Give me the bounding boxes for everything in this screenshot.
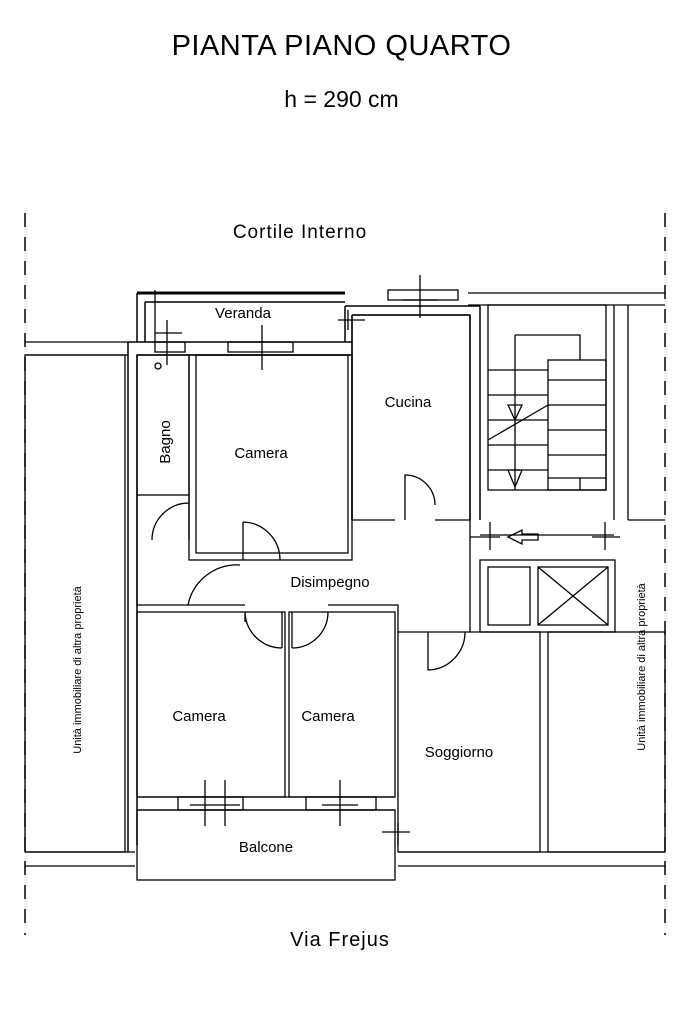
staircase xyxy=(487,304,607,491)
fixture-icon xyxy=(154,362,162,370)
page-title: PIANTA PIANO QUARTO xyxy=(171,30,512,62)
door-bagno xyxy=(151,500,190,541)
street-top: Cortile Interno xyxy=(233,222,367,243)
entry-arrow-icon xyxy=(506,528,539,546)
windows xyxy=(154,275,459,845)
label-camera-right: Camera xyxy=(301,708,355,725)
room-camera-left xyxy=(136,611,286,798)
elevator-shaft xyxy=(479,559,616,633)
ceiling-height-note: h = 290 cm xyxy=(284,86,399,112)
door-camera-left xyxy=(244,611,283,649)
label-neighbor-right: Unità immobiliare di altra proprietà xyxy=(636,582,648,750)
label-camera-left: Camera xyxy=(172,708,226,725)
room-camera-right xyxy=(288,611,396,798)
street-bottom: Via Frejus xyxy=(290,929,390,951)
label-cucina: Cucina xyxy=(385,394,432,411)
label-soggiorno: Soggiorno xyxy=(425,744,493,761)
label-camera-top: Camera xyxy=(234,445,288,462)
label-disimpegno: Disimpegno xyxy=(290,574,369,591)
label-neighbor-left: Unità immobiliare di altra proprietà xyxy=(72,585,84,753)
door-cucina xyxy=(404,474,436,520)
door-camera-top xyxy=(242,521,281,561)
door-soggiorno xyxy=(427,631,466,671)
exterior-walls xyxy=(127,292,481,852)
label-bagno: Bagno xyxy=(157,420,174,463)
neighbor-unit-right-upper xyxy=(613,305,665,521)
label-balcone: Balcone xyxy=(239,839,293,856)
door-camera-right xyxy=(291,611,329,649)
label-veranda: Veranda xyxy=(215,305,272,322)
neighbor-unit-left xyxy=(24,354,126,853)
landing-markers xyxy=(470,522,620,550)
door-disimpegno-left xyxy=(187,564,241,606)
room-soggiorno xyxy=(397,631,541,853)
room-cucina xyxy=(351,314,471,521)
